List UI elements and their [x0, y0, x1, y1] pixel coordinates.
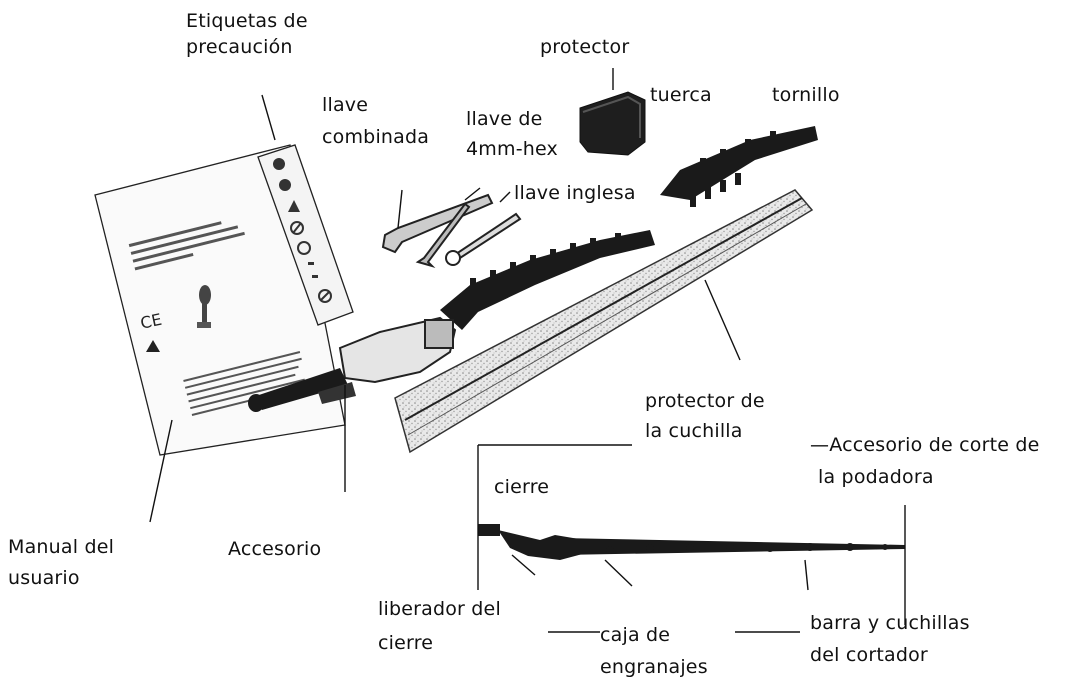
label-llave-hex-line2: 4mm-hex	[466, 138, 559, 160]
label-accesorio-corte-line1: —Accesorio de corte de	[810, 434, 1040, 456]
label-liberador-line2: cierre	[378, 632, 434, 654]
label-llave-inglesa: llave inglesa	[514, 182, 636, 204]
protector-cap-drawing	[579, 91, 646, 156]
leader-lines	[149, 68, 906, 633]
label-protector-cuchilla-line1: protector de	[645, 390, 765, 412]
label-barra-line2: del cortador	[810, 644, 928, 666]
assembled-tool-drawing	[478, 524, 905, 560]
upper-blade-drawing	[660, 126, 818, 207]
label-manual-line2: usuario	[8, 567, 80, 589]
label-etiquetas-line1: Etiquetas de	[186, 10, 308, 32]
label-protector: protector	[540, 36, 630, 58]
label-accesorio: Accesorio	[228, 538, 322, 560]
label-llave-combinada-line2: combinada	[322, 126, 430, 148]
label-tornillo: tornillo	[772, 84, 840, 106]
label-barra-line1: barra y cuchillas	[810, 612, 970, 634]
label-llave-combinada-line1: llave	[322, 94, 369, 116]
label-manual-line1: Manual del	[8, 536, 115, 558]
label-caja-line1: caja de	[600, 624, 671, 646]
label-etiquetas-line2: precaución	[186, 36, 293, 58]
caution-labels-drawing	[257, 144, 354, 326]
label-tuerca: tuerca	[650, 84, 712, 106]
label-accesorio-corte-line2: la podadora	[818, 466, 934, 488]
label-protector-cuchilla-line2: la cuchilla	[645, 420, 743, 442]
blade-protector-drawing	[394, 189, 814, 454]
label-liberador-line1: liberador del	[378, 598, 501, 620]
label-llave-hex-line1: llave de	[466, 108, 543, 130]
svg-text:CE: CE	[139, 310, 164, 333]
wrenches-drawing	[381, 193, 522, 269]
label-caja-line2: engranajes	[600, 656, 708, 678]
label-cierre: cierre	[494, 476, 550, 498]
hedge-trimmer-attachment-drawing	[248, 230, 655, 412]
